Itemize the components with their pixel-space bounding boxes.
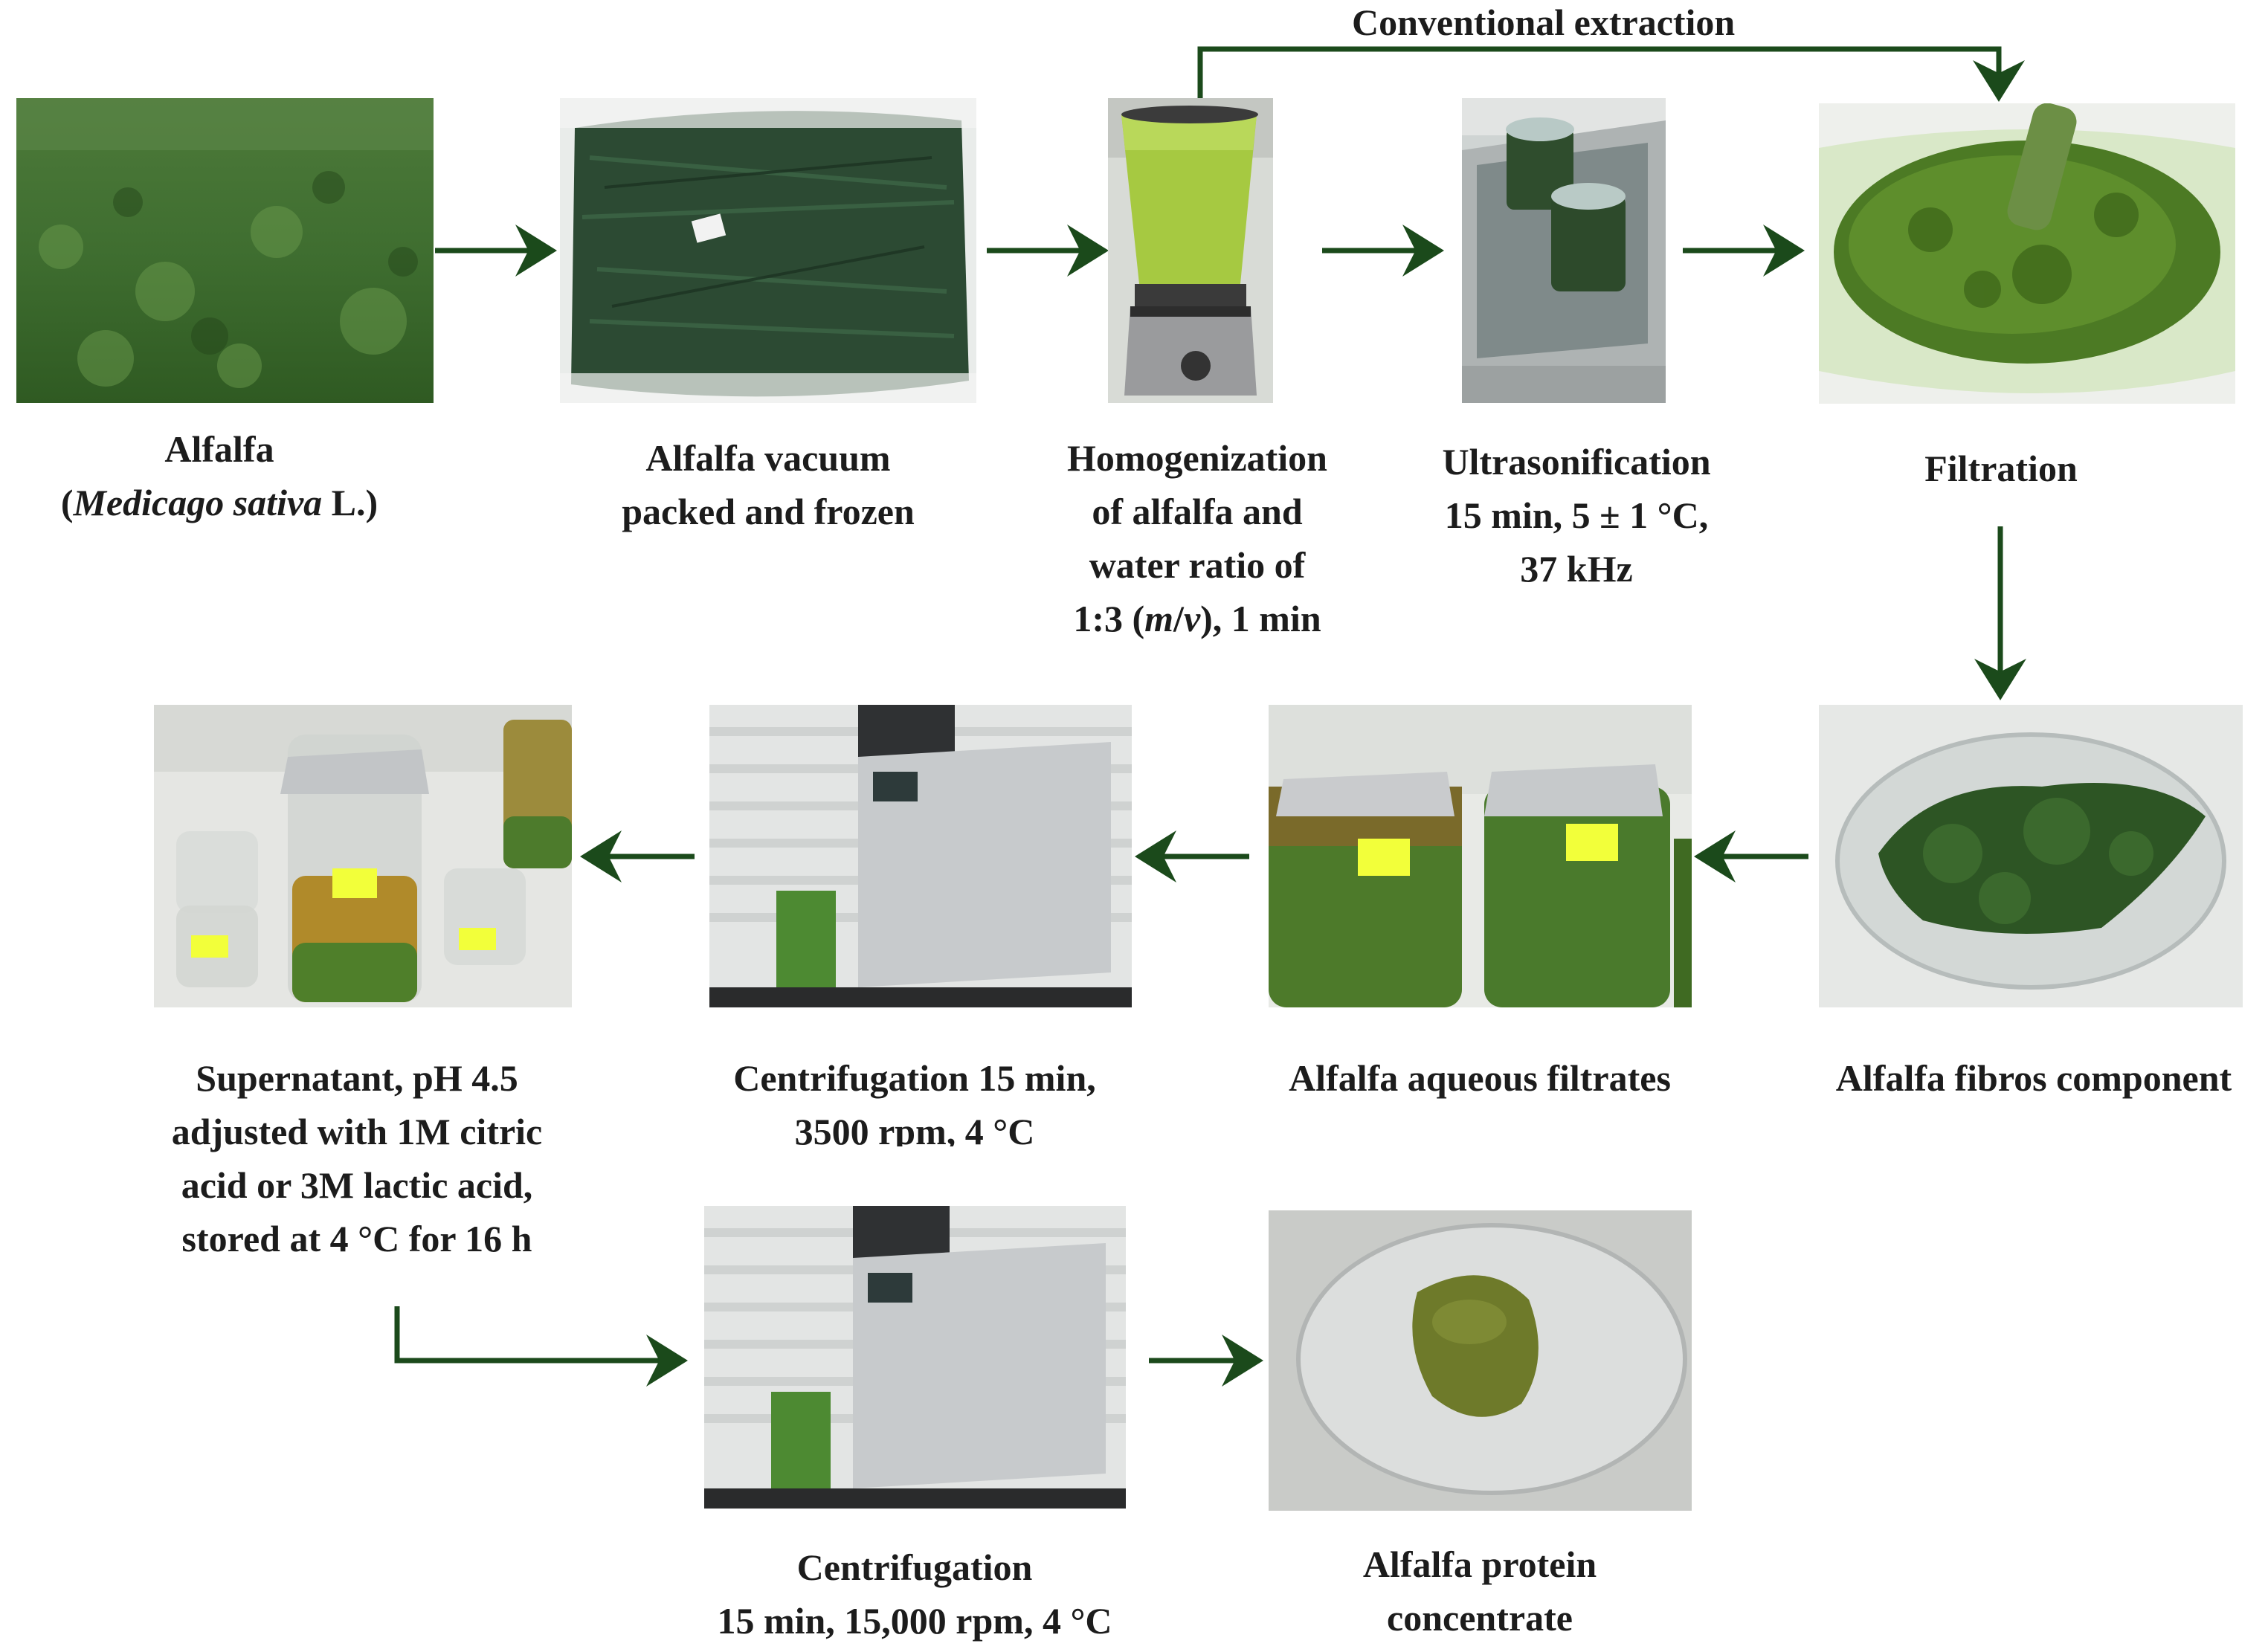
step-label-fibrous: Alfalfa fibros component (1835, 1057, 2232, 1099)
step-label-centrifugation2: Centrifugation 15 min, 15,000 rpm, 4 °C (717, 1546, 1112, 1642)
step-label-alfalfa: Alfalfa (Medicago sativa L.) (60, 428, 378, 523)
jars-photo (1269, 705, 1692, 1007)
centrifuge-photo (709, 705, 1132, 1007)
step-label-concentrate: Alfalfa protein concentrate (1362, 1543, 1597, 1639)
blender-photo (1108, 98, 1273, 403)
step-label-centrifugation1: Centrifugation 15 min, 3500 rpm, 4 °C (733, 1057, 1096, 1146)
filter-cloth-photo (1819, 103, 2235, 404)
field-photo (16, 98, 434, 403)
arrow-supernatant-to-centrifugation2 (394, 1306, 688, 1387)
labelled-jars-photo (154, 705, 572, 1007)
step-label-ultrasonification: Ultrasonification 15 min, 5 ± 1 °C, 37 k… (1442, 441, 1711, 590)
petri-dish-fibers-photo (1819, 705, 2243, 1007)
centrifuge-photo (704, 1206, 1126, 1509)
ultrasonic-bath-photo (1462, 98, 1666, 403)
vacuum-bag-photo (560, 98, 976, 403)
step-label-filtrates: Alfalfa aqueous filtrates (1289, 1057, 1671, 1099)
conventional-extraction-label: Conventional extraction (1352, 1, 1736, 43)
arrow-conventional-extraction (1197, 46, 2025, 102)
step-label-vacuum: Alfalfa vacuum packed and frozen (622, 437, 915, 532)
step-label-filtration: Filtration (1924, 448, 2078, 489)
protein-paste-photo (1269, 1210, 1692, 1511)
step-label-supernatant: Supernatant, pH 4.5 adjusted with 1M cit… (171, 1057, 543, 1259)
step-label-homogenization: Homogenization of alfalfa and water rati… (1067, 437, 1327, 639)
